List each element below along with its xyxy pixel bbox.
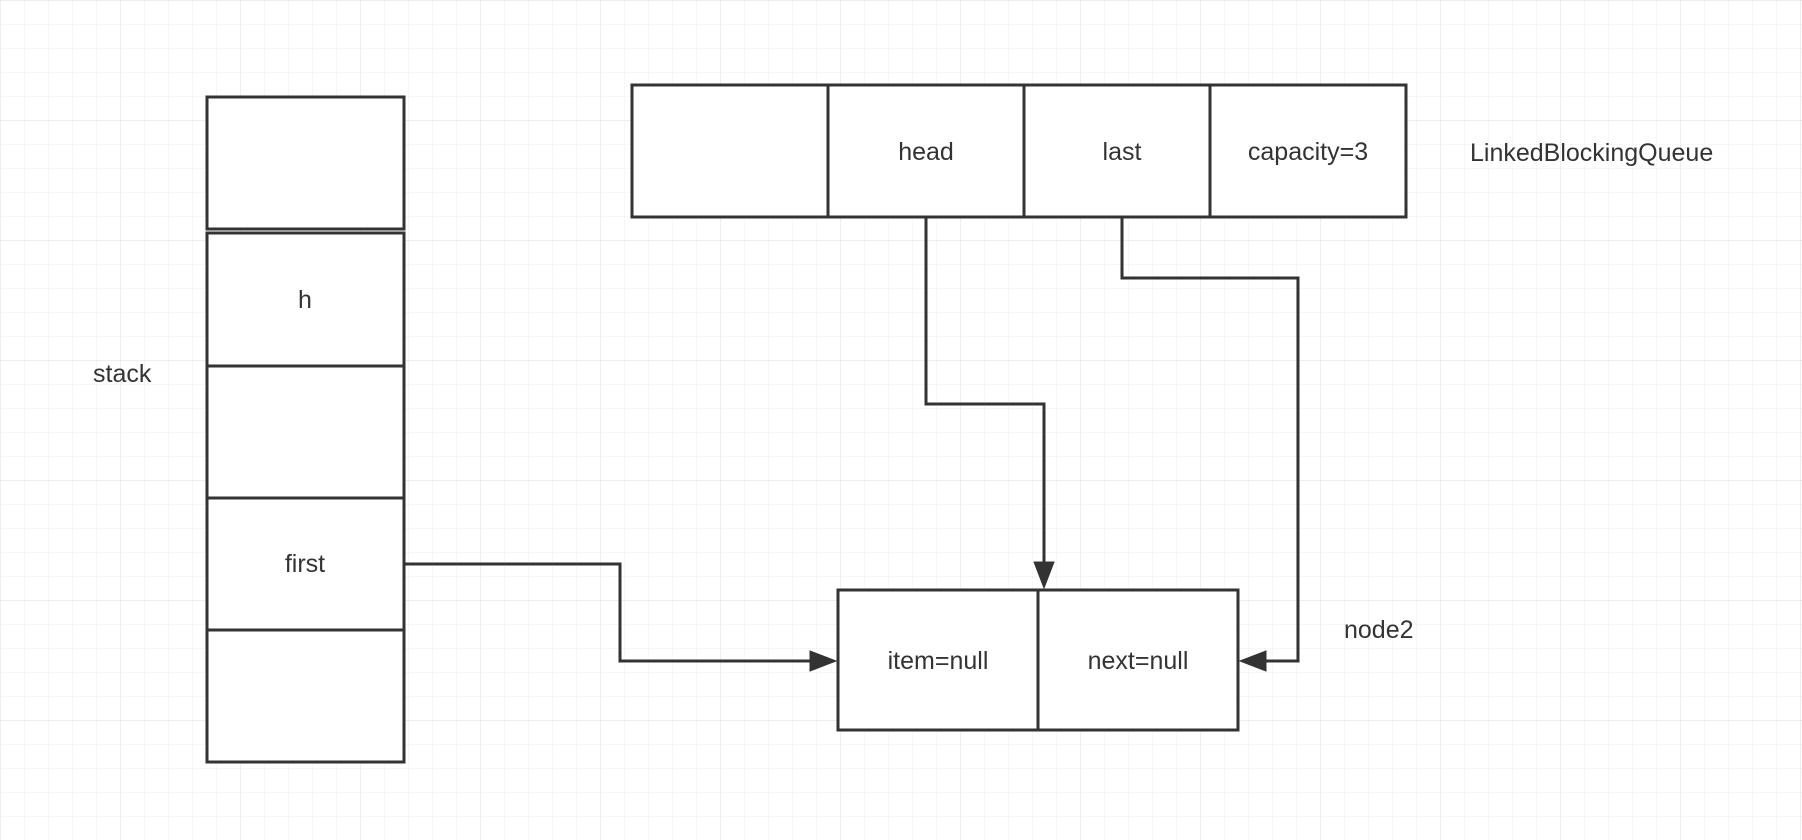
- queue-cell-capacity: capacity=3: [1208, 83, 1408, 219]
- node-label: node2: [1344, 616, 1414, 644]
- node-cell-item: item=null: [836, 588, 1040, 732]
- queue-cell-0: [630, 83, 830, 219]
- stack-cell-2: [205, 364, 406, 500]
- svg-text:last: last: [1103, 138, 1142, 166]
- arrow-first-to-item-head: [809, 650, 838, 672]
- arrow-last-to-next-head: [1238, 650, 1267, 672]
- svg-text:item=null: item=null: [888, 647, 989, 675]
- svg-text:next=null: next=null: [1088, 647, 1189, 675]
- stack-cell-h: h: [205, 231, 406, 368]
- svg-text:first: first: [285, 550, 325, 578]
- queue-cell-last: last: [1022, 83, 1212, 219]
- arrow-first-to-item: [404, 562, 838, 672]
- svg-text:head: head: [898, 138, 954, 166]
- node: item=null next=null node2: [836, 588, 1414, 732]
- arrow-head-to-node-head: [1033, 561, 1055, 590]
- stack-cell-first: first: [205, 496, 406, 632]
- stack-cell-4: [205, 628, 406, 764]
- stack-cell-0: [205, 95, 406, 231]
- svg-text:h: h: [298, 286, 312, 314]
- stack: stack h first: [93, 95, 406, 764]
- svg-text:capacity=3: capacity=3: [1248, 138, 1368, 166]
- stack-label: stack: [93, 360, 152, 388]
- node-cell-next: next=null: [1036, 588, 1240, 732]
- arrow-head-to-node: [924, 217, 1055, 590]
- arrow-last-to-next: [1120, 217, 1300, 672]
- queue: head last capacity=3 LinkedBlockingQueue: [630, 83, 1713, 219]
- queue-label: LinkedBlockingQueue: [1470, 139, 1713, 167]
- queue-cell-head: head: [826, 83, 1026, 219]
